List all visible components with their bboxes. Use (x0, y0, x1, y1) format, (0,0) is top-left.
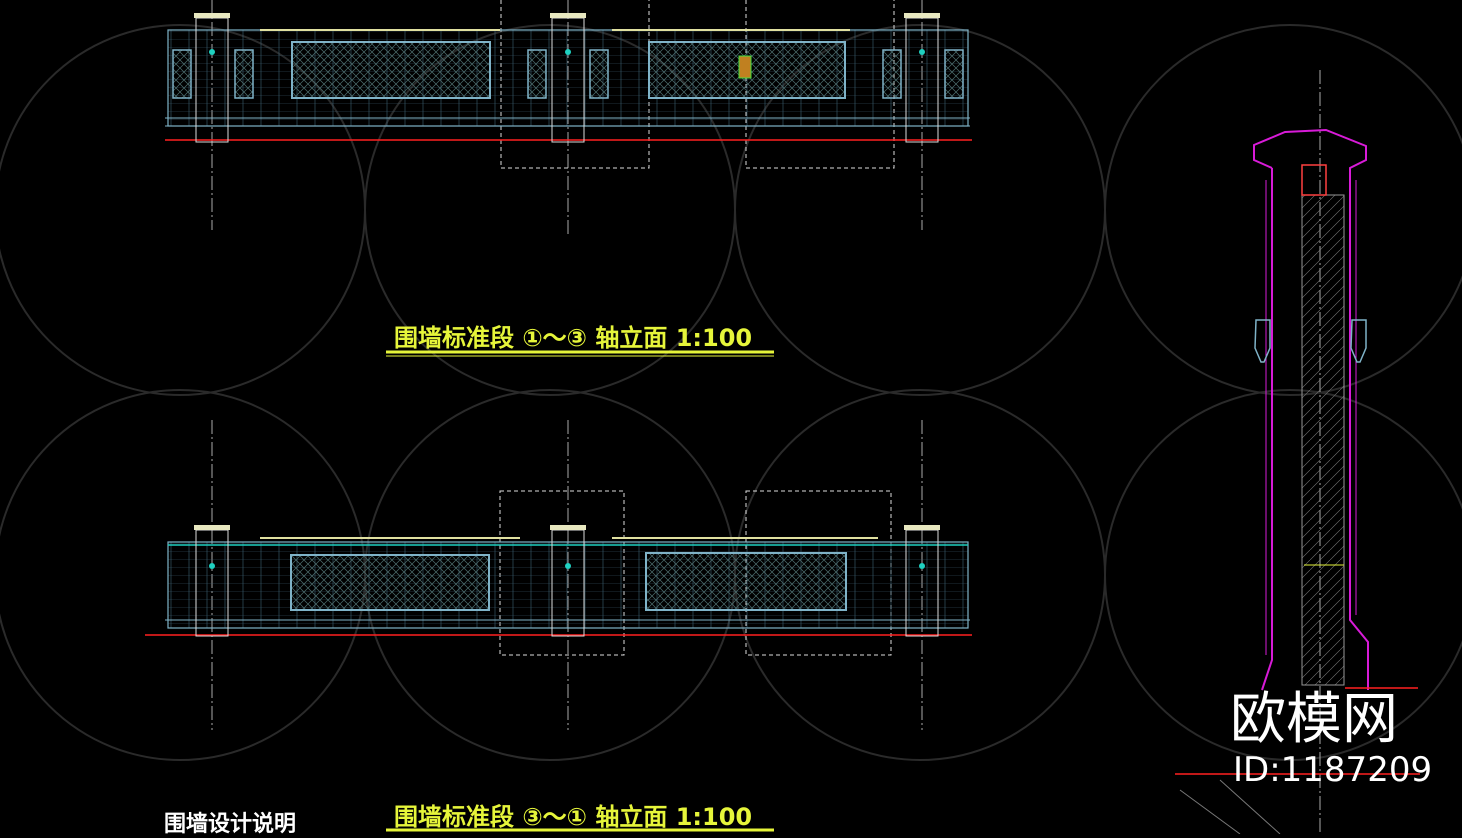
watermark-brand: 欧模网 (1230, 687, 1398, 752)
wall-section (1175, 70, 1420, 835)
elevation-2-title: 围墙标准段 ③～① 轴立面 1:100 (394, 803, 753, 831)
elevation-2 (145, 420, 972, 730)
elevation-1-title: 围墙标准段 ①～③ 轴立面 1:100 (394, 324, 753, 352)
elevation-1 (165, 0, 972, 235)
design-notes-heading: 围墙设计说明 (164, 812, 297, 837)
watermark-image-id: ID:1187209 (1233, 750, 1433, 790)
watermark-pattern (0, 24, 1462, 761)
